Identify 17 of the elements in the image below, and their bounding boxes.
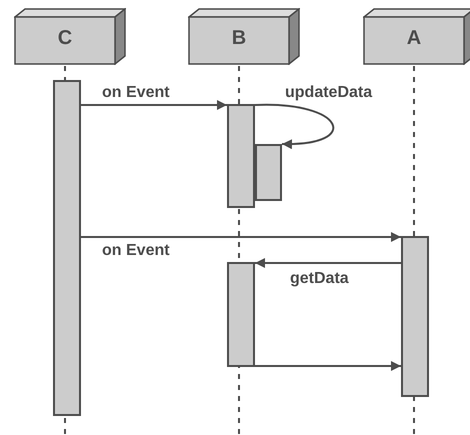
arrow (81, 232, 401, 242)
participant-name: B (232, 27, 246, 50)
arrow (255, 104, 334, 149)
arrow (255, 258, 401, 268)
edge-label: getData (290, 270, 349, 288)
activation-bar (227, 262, 255, 367)
participant-name: A (406, 27, 422, 50)
edge-label: on Event (102, 84, 170, 102)
activation-bar (53, 80, 81, 416)
edge-label: on Event (102, 242, 170, 260)
arrow (81, 100, 227, 110)
activation-bar (255, 144, 282, 201)
activation-bar (401, 236, 429, 397)
participant-name: C (58, 27, 72, 50)
arrow (255, 361, 401, 371)
edge-label: updateData (285, 84, 372, 102)
activation-bar (227, 104, 255, 208)
